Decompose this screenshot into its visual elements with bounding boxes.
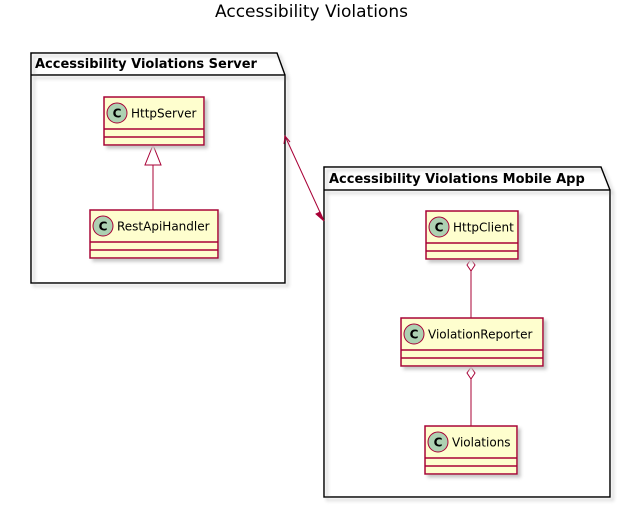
class-name-restapihandler: RestApiHandler bbox=[117, 220, 210, 234]
package-server-label: Accessibility Violations Server bbox=[35, 57, 258, 72]
class-name-httpclient: HttpClient bbox=[453, 221, 514, 235]
inheritance-arrowhead bbox=[144, 143, 162, 166]
class-violationreporter[interactable] bbox=[400, 317, 544, 367]
package-association-arrow-end bbox=[315, 211, 325, 222]
class-letter-c: C bbox=[435, 221, 444, 235]
class-circle-icon bbox=[106, 102, 128, 124]
class-letter-c: C bbox=[113, 107, 122, 121]
package-server bbox=[30, 52, 286, 284]
class-circle-icon bbox=[92, 215, 114, 237]
package-mobile bbox=[323, 166, 611, 498]
class-circle-icon bbox=[427, 431, 449, 453]
class-circle-icon bbox=[403, 323, 425, 345]
diagram-title: Accessibility Violations bbox=[215, 2, 408, 22]
class-name-violations: Violations bbox=[452, 436, 511, 450]
package-mobile-frame bbox=[323, 166, 611, 498]
class-letter-c: C bbox=[410, 328, 419, 342]
package-server-frame bbox=[30, 52, 286, 284]
class-name-violationreporter: ViolationReporter bbox=[428, 328, 532, 342]
aggregation-diamond-2 bbox=[466, 366, 476, 380]
package-association-line bbox=[284, 135, 325, 222]
class-letter-c: C bbox=[99, 220, 108, 234]
package-association-arrow-start bbox=[283, 134, 291, 145]
package-mobile-label: Accessibility Violations Mobile App bbox=[329, 172, 585, 187]
class-letter-c: C bbox=[434, 436, 443, 450]
class-circle-icon bbox=[428, 216, 450, 238]
class-name-httpserver: HttpServer bbox=[131, 107, 196, 121]
aggregation-diamond-1 bbox=[466, 258, 476, 272]
